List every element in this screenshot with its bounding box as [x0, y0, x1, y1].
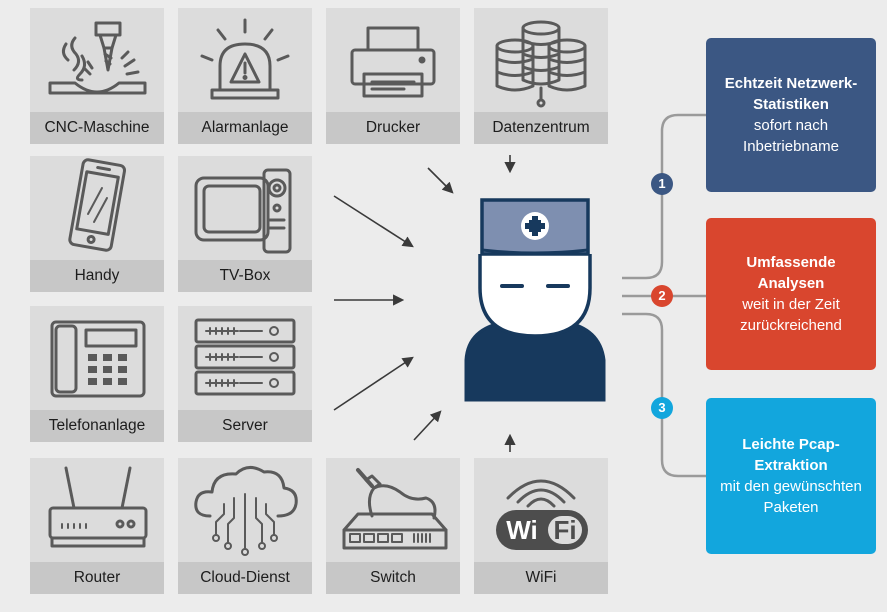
desk-phone-icon — [50, 320, 146, 398]
device-label: TV-Box — [178, 260, 312, 292]
connector-bracket — [622, 113, 706, 280]
device-tile-desk-phone: Telefonanlage — [30, 306, 164, 442]
feature-description: sofort nach Inbetriebname — [743, 117, 839, 155]
smartphone-icon — [68, 158, 127, 252]
device-tile-datacenter: Datenzentrum — [474, 8, 608, 144]
device-label: WiFi — [474, 562, 608, 594]
device-tile-printer: Drucker — [326, 8, 460, 144]
device-label: Switch — [326, 562, 460, 594]
arrow-from-printer — [427, 167, 454, 194]
badge-1: 1 — [651, 173, 673, 195]
feature-card-analysis: Umfassende Analysen weit in der Zeit zur… — [706, 218, 876, 370]
device-tile-cnc-machine: CNC-Maschine — [30, 8, 164, 144]
device-tile-alarm: Alarmanlage — [178, 8, 312, 144]
device-tile-tv-box: TV-Box — [178, 156, 312, 292]
wifi-icon: Wi Fi — [496, 479, 588, 550]
device-tile-router: Router — [30, 458, 164, 594]
device-tile-smartphone: Handy — [30, 156, 164, 292]
feature-description: weit in der Zeit zurückreichend — [740, 296, 842, 334]
device-label: Datenzentrum — [474, 112, 608, 144]
cnc-machine-icon — [48, 21, 147, 95]
medic-person-icon — [464, 198, 606, 402]
device-tile-cloud: Cloud-Dienst — [178, 458, 312, 594]
device-tile-server: Server — [178, 306, 312, 442]
arrow-from-tv-box — [333, 195, 414, 248]
datacenter-icon — [495, 20, 587, 108]
wifi-logo-right: Fi — [553, 515, 576, 545]
device-label: Server — [178, 410, 312, 442]
device-label: Telefonanlage — [30, 410, 164, 442]
device-label: Handy — [30, 260, 164, 292]
feature-title: Leichte Pcap-Extraktion — [742, 436, 840, 474]
tv-box-icon — [194, 168, 292, 254]
device-label: Router — [30, 562, 164, 594]
feature-title: Echtzeit Netzwerk-Statistiken — [724, 75, 858, 113]
device-label: Drucker — [326, 112, 460, 144]
server-rack-icon — [194, 318, 296, 396]
wifi-logo-left: Wi — [506, 515, 538, 545]
router-icon — [48, 466, 148, 548]
network-switch-icon — [342, 468, 448, 550]
device-tile-wifi: Wi Fi WiFi — [474, 458, 608, 594]
cloud-service-icon — [194, 466, 298, 556]
arrow-from-switch — [413, 410, 442, 441]
badge-3: 3 — [651, 397, 673, 419]
device-label: Cloud-Dienst — [178, 562, 312, 594]
device-tile-switch: Switch — [326, 458, 460, 594]
printer-icon — [350, 26, 436, 98]
feature-description: mit den gewünschten Paketen — [720, 478, 862, 516]
badge-2: 2 — [651, 285, 673, 307]
feature-card-pcap: Leichte Pcap-Extraktion mit den gewünsch… — [706, 398, 876, 554]
arrow-from-server — [333, 356, 414, 411]
device-label: CNC-Maschine — [30, 112, 164, 144]
alarm-light-icon — [200, 18, 290, 100]
feature-title: Umfassende Analysen — [746, 254, 836, 292]
feature-card-realtime: Echtzeit Netzwerk-Statistiken sofort nac… — [706, 38, 876, 192]
device-label: Alarmanlage — [178, 112, 312, 144]
